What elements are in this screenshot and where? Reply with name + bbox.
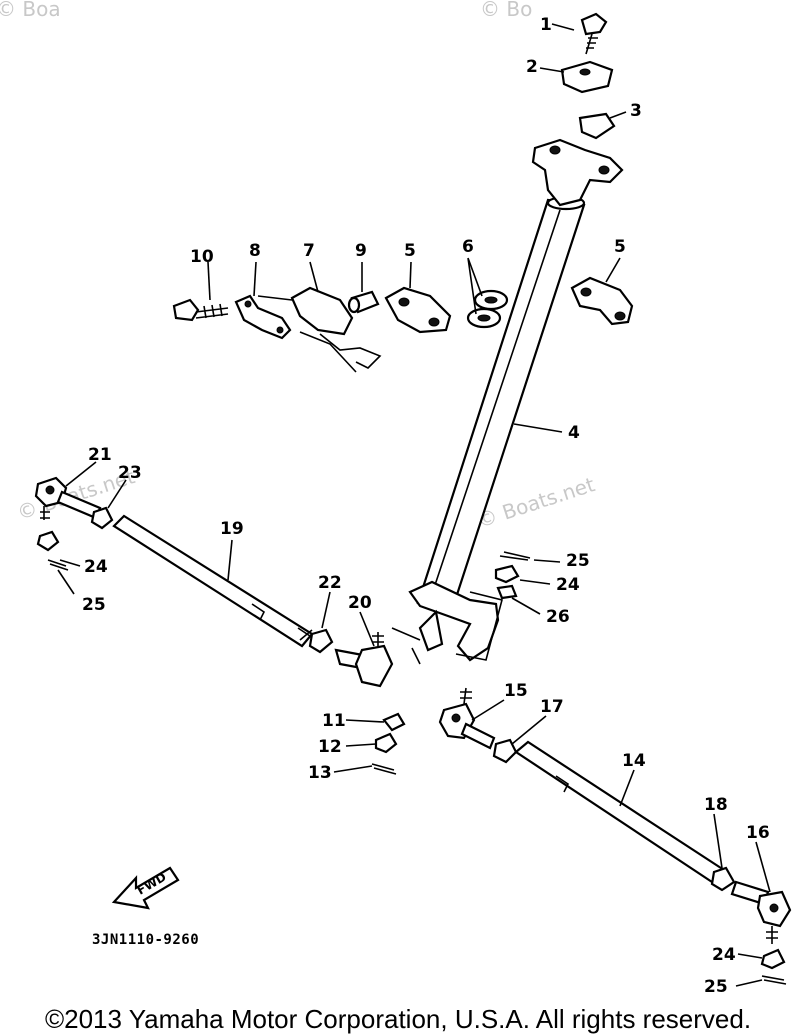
- left-hardware-cluster: [172, 286, 509, 373]
- callout-25-left: 25: [82, 595, 106, 615]
- callout-24-left: 24: [84, 557, 108, 577]
- cotter-nut-group-mid: [494, 551, 531, 600]
- callout-25-mid: 25: [566, 551, 590, 571]
- callout-21: 21: [88, 445, 112, 465]
- callout-5-left: 5: [404, 241, 416, 261]
- diagram-code: 3JN1110-9260: [92, 932, 199, 948]
- watermark-top-left: © Boa: [0, 0, 61, 21]
- callout-25-right: 25: [704, 977, 728, 997]
- top-bolt: [580, 12, 608, 55]
- callout-5-right: 5: [614, 237, 626, 257]
- upper-clamp: [560, 60, 614, 94]
- callout-18: 18: [704, 795, 728, 815]
- callout-9: 9: [355, 241, 367, 261]
- callout-14: 14: [622, 751, 646, 771]
- callout-7: 7: [303, 241, 315, 261]
- callout-8: 8: [249, 241, 261, 261]
- callout-15: 15: [504, 681, 528, 701]
- callout-11: 11: [322, 711, 346, 731]
- small-hardware: [371, 712, 406, 775]
- pitman-arm: [391, 580, 503, 665]
- watermark-top-center: © Bo: [480, 0, 532, 21]
- callout-4: 1: [540, 15, 552, 35]
- copyright-notice: ©2013 Yamaha Motor Corporation, U.S.A. A…: [44, 1004, 752, 1034]
- callout-22: 22: [318, 573, 342, 593]
- callout-1: 4: [568, 423, 580, 443]
- right-clamp: [570, 276, 634, 326]
- callout-19: 19: [220, 519, 244, 539]
- steering-column: [416, 195, 586, 612]
- fwd-arrow-icon: FWD: [111, 866, 180, 910]
- callout-numbers: 1 2 3 4 5 5 6 7 8 9 10 11 12 13 14 15 16…: [82, 15, 770, 997]
- callout-6: 6: [462, 237, 474, 257]
- callout-24-right: 24: [712, 945, 736, 965]
- callout-26: 26: [546, 607, 570, 627]
- callout-12: 12: [318, 737, 342, 757]
- leader-lines: [57, 23, 771, 987]
- callout-3: 2: [526, 57, 538, 77]
- left-tie-rod: [34, 476, 394, 688]
- callout-10: 10: [190, 247, 214, 267]
- callout-17: 17: [540, 697, 564, 717]
- callout-23: 23: [118, 463, 142, 483]
- callout-24-mid: 24: [556, 575, 580, 595]
- right-tie-rod: [438, 687, 792, 985]
- callout-2: 3: [630, 101, 642, 121]
- callout-13: 13: [308, 763, 332, 783]
- cap-part: [578, 112, 616, 140]
- callout-20: 20: [348, 593, 372, 613]
- upper-holder: [531, 138, 624, 207]
- callout-16: 16: [746, 823, 770, 843]
